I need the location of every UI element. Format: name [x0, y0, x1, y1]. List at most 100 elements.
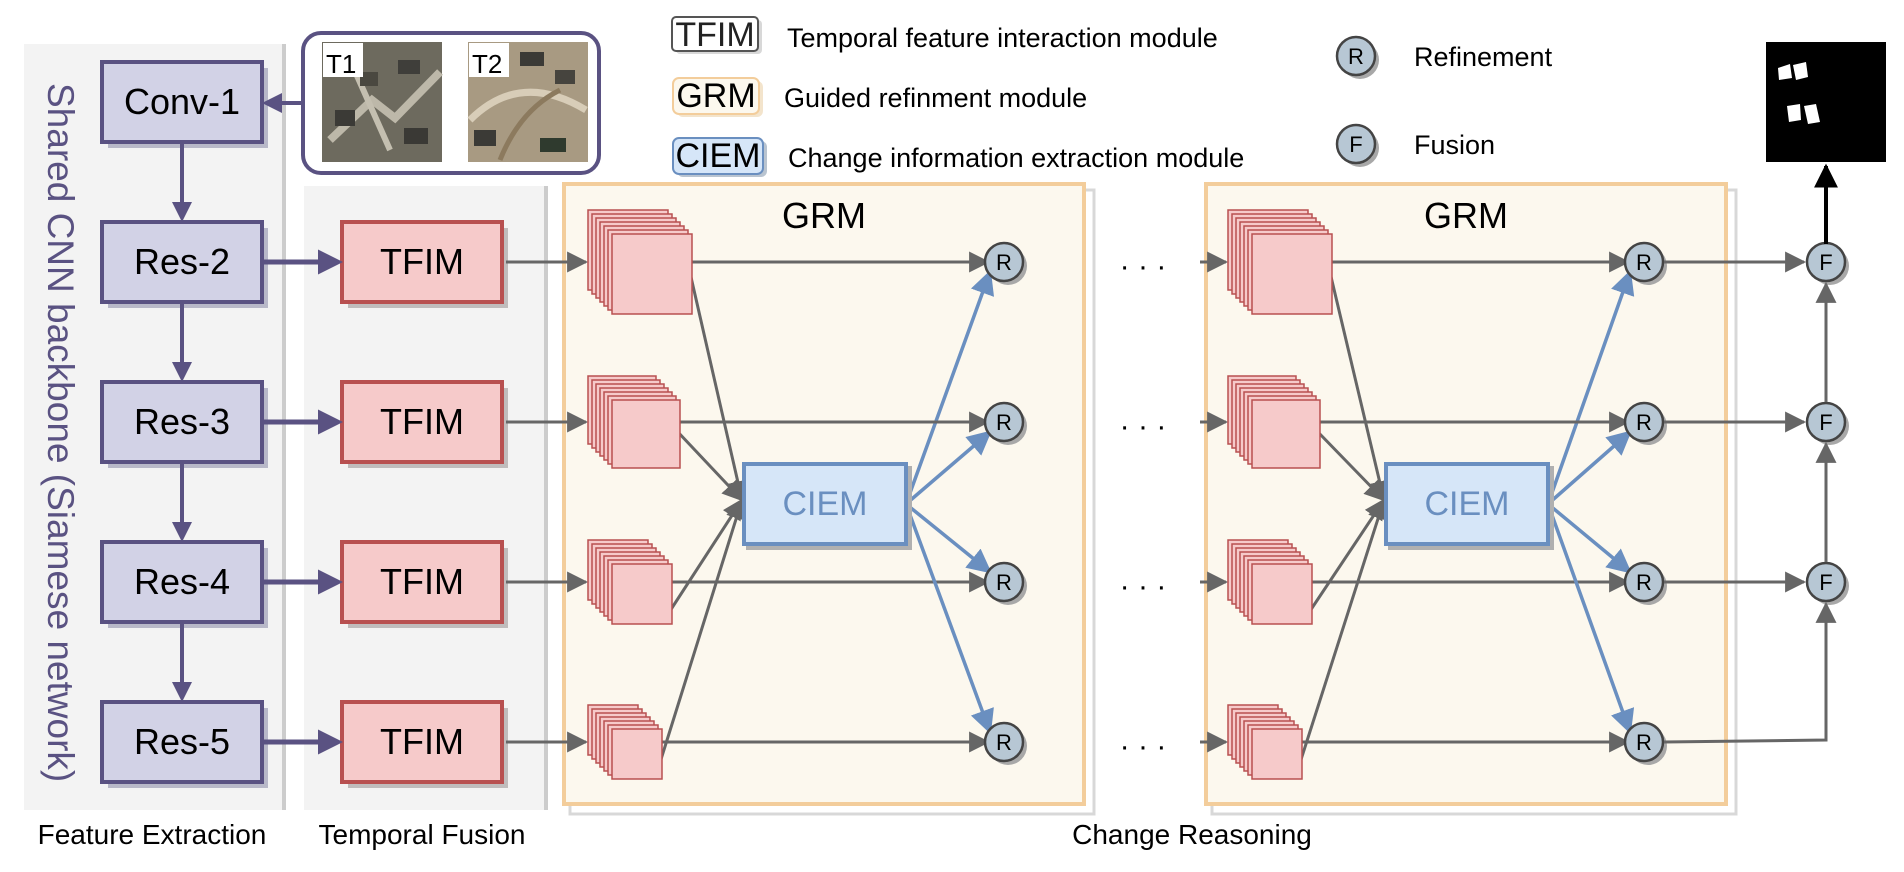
- ciem-to-refine-arrow: [904, 430, 992, 506]
- image-t1: [322, 42, 443, 162]
- backbone-block-label: Res-5: [134, 721, 230, 762]
- legend-grm-text: Guided refinment module: [784, 83, 1087, 113]
- ciem-box-1: [742, 462, 908, 546]
- legend-grm-abbr: GRM: [676, 77, 755, 115]
- node-symbol: F: [1819, 570, 1832, 595]
- tfim-block: [340, 700, 504, 784]
- ellipsis-2: · · ·: [1120, 410, 1167, 443]
- feature-map: [1251, 728, 1303, 780]
- stack-to-ciem-arrow: [656, 497, 747, 770]
- t1-label: T1: [326, 49, 356, 79]
- node-symbol: R: [1636, 730, 1652, 755]
- stage-change-reasoning: Change Reasoning: [1072, 819, 1312, 850]
- stage-temporal-fusion: Temporal Fusion: [319, 819, 526, 850]
- backbone-vertical-label: Shared CNN backbone (Siamese network): [40, 83, 81, 782]
- image-t2: [467, 42, 588, 162]
- backbone-block: [100, 60, 264, 144]
- feature-map: [1251, 399, 1321, 469]
- feature-stacks: [587, 209, 1333, 780]
- node-symbol: R: [996, 570, 1012, 595]
- node-circle: [1623, 561, 1665, 603]
- legend-ciem-abbr: CIEM: [676, 137, 761, 175]
- grm-title-1: GRM: [782, 195, 866, 236]
- backbone-block: [100, 700, 264, 784]
- ciem-box-2: [1384, 462, 1550, 546]
- refine-to-fusion-arrow: [1663, 601, 1837, 744]
- ciem-to-refine-arrow: [1546, 502, 1632, 574]
- node-circle: [983, 721, 1025, 763]
- legend-ciem-swatch: [672, 137, 767, 177]
- node-symbol: R: [1636, 250, 1652, 275]
- legend-tfim-abbr: TFIM: [675, 16, 754, 54]
- legend: [671, 16, 767, 177]
- node-symbol: F: [1819, 250, 1832, 275]
- connections: [506, 251, 1635, 770]
- stage-feature-extraction: Feature Extraction: [38, 819, 267, 850]
- tfim-blocks: TFIM TFIM TFIM TFIM: [262, 220, 508, 788]
- node-symbol: R: [1636, 410, 1652, 435]
- t2-label: T2: [472, 49, 502, 79]
- stack-to-ciem-arrow: [674, 428, 744, 502]
- tfim-label: TFIM: [380, 241, 464, 282]
- legend-fusion-text: Fusion: [1414, 130, 1495, 160]
- node-circle: [1805, 561, 1847, 603]
- tfim-label: TFIM: [380, 561, 464, 602]
- stack-to-ciem-arrow: [1314, 428, 1386, 502]
- node-symbol: R: [996, 410, 1012, 435]
- node-circle: [1623, 241, 1665, 283]
- node-circle: [1623, 721, 1665, 763]
- stack-to-ciem-arrow: [686, 263, 749, 503]
- ellipsis-1: · · ·: [1120, 250, 1167, 283]
- ciem-to-refine-arrow: [904, 269, 995, 505]
- tfim-block: [340, 220, 504, 304]
- grm-title-2: GRM: [1424, 195, 1508, 236]
- feature-map: [611, 399, 681, 469]
- node-symbol: F: [1819, 410, 1832, 435]
- backbone-block-label: Conv-1: [124, 81, 240, 122]
- node-circle: [983, 561, 1025, 603]
- stack-to-ciem-arrow: [1326, 263, 1390, 503]
- node-circle: [1335, 35, 1377, 77]
- ciem-to-refine-arrow: [1546, 269, 1635, 505]
- legend-grm-swatch: [672, 77, 763, 117]
- node-circle: [983, 401, 1025, 443]
- ciem-to-refine-arrow: [1546, 503, 1635, 735]
- tfim-block: [340, 540, 504, 624]
- ciem-label-2: CIEM: [1425, 485, 1510, 523]
- stack-to-ciem-arrow: [1296, 497, 1389, 770]
- feature-map: [611, 233, 693, 315]
- legend-tfim-swatch: [671, 16, 762, 54]
- node-circle: [1805, 401, 1847, 443]
- node-symbol: R: [1636, 570, 1652, 595]
- backbone-block-label: Res-4: [134, 561, 230, 602]
- tfim-label: TFIM: [380, 721, 464, 762]
- node-symbol: R: [996, 730, 1012, 755]
- node-circle: [983, 241, 1025, 283]
- ciem-to-refine-arrow: [904, 502, 992, 574]
- legend-ciem-text: Change information extraction module: [788, 143, 1244, 173]
- feature-map: [611, 563, 673, 625]
- tfim-block: [340, 380, 504, 464]
- node-circle: [1623, 401, 1665, 443]
- backbone-block: [100, 540, 264, 624]
- node-symbol: F: [1349, 132, 1362, 157]
- node-symbol: R: [1348, 44, 1364, 69]
- ciem-label-1: CIEM: [783, 485, 868, 523]
- ellipsis-4: · · ·: [1120, 730, 1167, 763]
- ellipsis-3: · · ·: [1120, 570, 1167, 603]
- ciem-to-refine-arrow: [904, 503, 994, 735]
- legend-tfim-text: Temporal feature interaction module: [787, 23, 1218, 53]
- tfim-label: TFIM: [380, 401, 464, 442]
- feature-map: [1251, 233, 1333, 315]
- feature-map: [611, 728, 663, 780]
- ciem-to-refine-arrow: [1546, 430, 1632, 506]
- refine-fusion-nodes: R R R R R R R R F F F R F: [983, 35, 1849, 765]
- backbone-block-label: Res-3: [134, 401, 230, 442]
- node-symbol: R: [996, 250, 1012, 275]
- node-circle: [1335, 123, 1377, 165]
- feature-map: [1251, 563, 1313, 625]
- output-change-map: [1766, 42, 1886, 162]
- backbone-block-label: Res-2: [134, 241, 230, 282]
